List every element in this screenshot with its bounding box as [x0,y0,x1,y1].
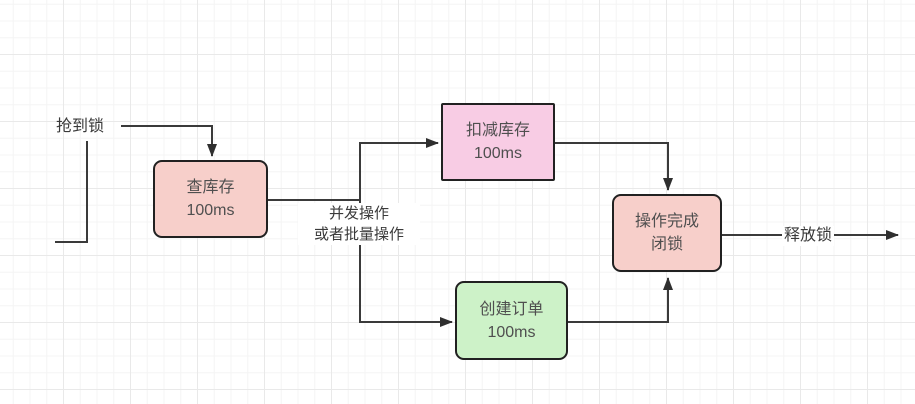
release-lock-text: 释放锁 [784,227,833,244]
node-deduct-stock-duration: 100ms [473,145,523,162]
edge-split-to-deduct [359,138,439,200]
concurrent-operation-line2: 或者批量操作 [313,226,404,243]
node-create-order-duration: 100ms [487,323,536,341]
edge-deduct-to-complete [555,142,673,191]
node-operation-complete-sublabel: 闭锁 [650,236,683,253]
node-check-stock-label: 查库存 [186,179,235,196]
concurrent-operation-line1: 并发操作 [328,205,389,222]
node-operation-complete: 操作完成 闭锁 [612,194,722,272]
grab-lock-text: 抢到锁 [56,118,105,135]
node-operation-complete-label: 操作完成 [634,213,699,230]
edge-grab-lock-tail [55,141,88,243]
edge-label-release-lock: 释放锁 [782,226,835,246]
node-check-stock-duration: 100ms [186,202,235,219]
node-create-order-label: 创建订单 [479,300,544,318]
node-check-stock: 查库存 100ms [153,160,268,238]
node-deduct-stock: 扣减库存 100ms [441,103,555,181]
edge-order-to-complete [568,277,673,323]
edge-grab-to-check [121,125,217,157]
edge-label-grab-lock: 抢到锁 [56,117,104,137]
node-create-order: 创建订单 100ms [455,281,568,360]
edge-label-concurrent-operation: 并发操作 或者批量操作 [298,203,420,245]
node-deduct-stock-label: 扣减库存 [465,122,530,139]
